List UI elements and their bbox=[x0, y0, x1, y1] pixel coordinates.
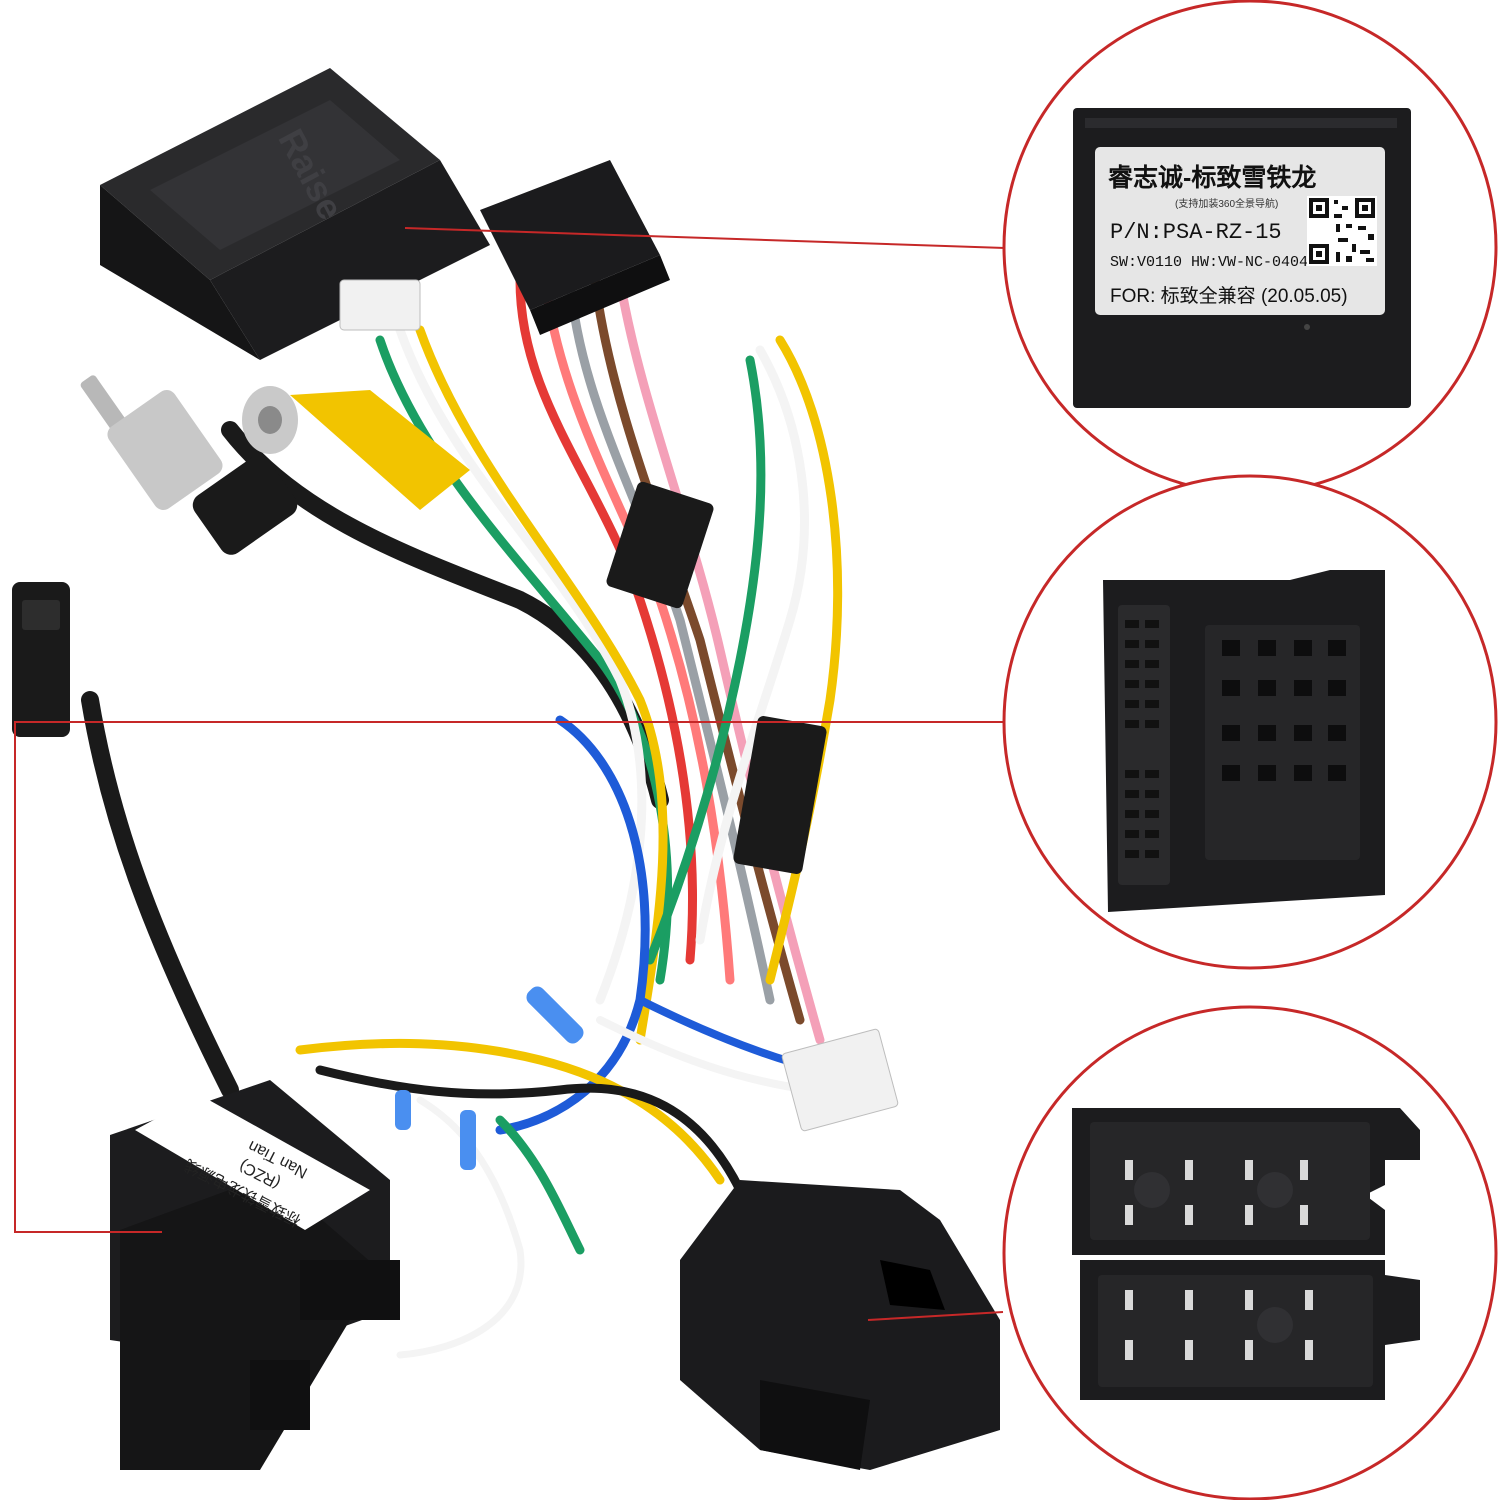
inset-circle-iso-face bbox=[1002, 1005, 1498, 1500]
canbus-decoder-box: Raise bbox=[100, 68, 490, 360]
rca-video-plug bbox=[242, 386, 470, 510]
blue-terminal bbox=[395, 986, 584, 1170]
qr-code-icon bbox=[1307, 196, 1377, 266]
antenna-plug bbox=[80, 375, 298, 555]
decoder-label-title: 睿志诚-标致雪铁龙 bbox=[1108, 164, 1316, 192]
white-jst-connector bbox=[339, 279, 899, 1132]
decoder-part-number: P/N:PSA-RZ-15 bbox=[1110, 220, 1282, 245]
inline-plug bbox=[606, 481, 827, 874]
fakra-plug bbox=[12, 582, 70, 737]
quadlock-pin-column bbox=[1125, 620, 1159, 858]
decoder-compat: FOR: 标致全兼容 (20.05.05) bbox=[1110, 285, 1348, 307]
iso-speaker-connector bbox=[680, 1180, 1000, 1470]
inset-circle-quadlock-face bbox=[1002, 474, 1498, 970]
wire-bundle bbox=[81, 275, 843, 1359]
quadlock-plug bbox=[480, 160, 670, 335]
callout-lines bbox=[14, 227, 1006, 1321]
decoder-versions: SW:V0110 HW:VW-NC-0404 bbox=[1110, 254, 1308, 271]
iso-pin-grid bbox=[1125, 1160, 1313, 1360]
decoder-label-subtitle: (支持加装360全景导航) bbox=[1175, 197, 1278, 210]
iso-power-connector: Nan Tian (RZC) 标致雪铁龙电源线 bbox=[110, 1080, 400, 1470]
inset-circle-decoder-label: 睿志诚-标致雪铁龙 (支持加装360全景导航) P/N:PSA-RZ-15 SW… bbox=[1002, 0, 1498, 495]
quadlock-pin-grid bbox=[1222, 640, 1346, 781]
